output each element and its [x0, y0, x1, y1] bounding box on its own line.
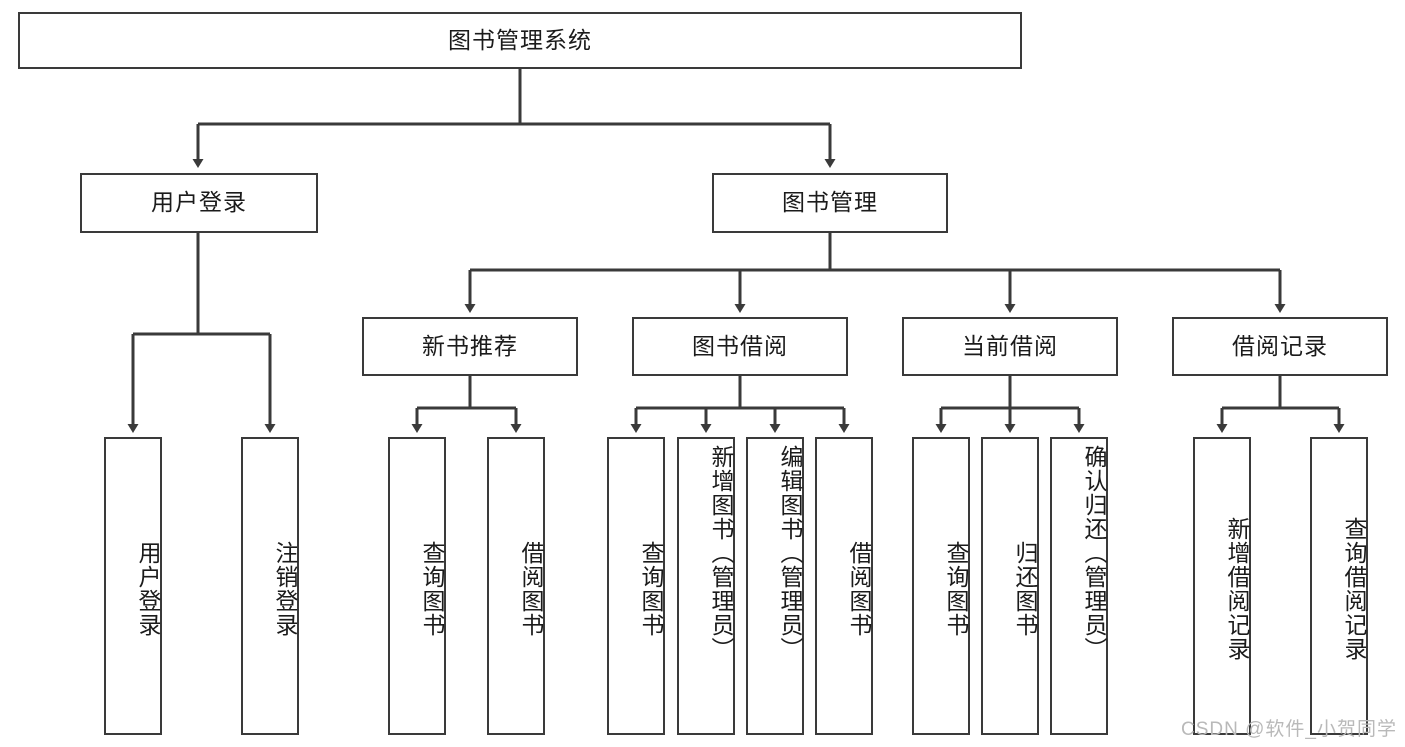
node-book-management[interactable]: 图书管理 [712, 173, 948, 233]
node-borrow-record[interactable]: 借阅记录 [1172, 317, 1388, 376]
node-leaf-borrow-book-2[interactable]: 借阅图书 [815, 437, 873, 735]
node-user-login[interactable]: 用户登录 [80, 173, 318, 233]
node-leaf-borrow-book-1[interactable]: 借阅图书 [487, 437, 545, 735]
node-leaf-user-login[interactable]: 用户登录 [104, 437, 162, 735]
node-label: 查询借阅记录 [1341, 517, 1367, 661]
node-label: 查询图书 [638, 541, 664, 637]
node-label: 查询图书 [943, 541, 969, 637]
node-leaf-add-record[interactable]: 新增借阅记录 [1193, 437, 1251, 735]
node-current-borrow[interactable]: 当前借阅 [902, 317, 1118, 376]
node-leaf-add-book[interactable]: 新增图书（管理员） [677, 437, 735, 735]
node-label: 用户登录 [135, 541, 161, 637]
node-book-borrow[interactable]: 图书借阅 [632, 317, 848, 376]
node-new-book-recommend[interactable]: 新书推荐 [362, 317, 578, 376]
node-leaf-query-book-2[interactable]: 查询图书 [607, 437, 665, 735]
node-label: 归还图书 [1012, 541, 1038, 637]
node-label: 新书推荐 [422, 332, 518, 359]
node-leaf-query-book-3[interactable]: 查询图书 [912, 437, 970, 735]
node-leaf-return-book[interactable]: 归还图书 [981, 437, 1039, 735]
node-leaf-query-book-1[interactable]: 查询图书 [388, 437, 446, 735]
node-label: 新增借阅记录 [1224, 517, 1250, 661]
node-label: 借阅图书 [518, 541, 544, 637]
node-label: 图书管理系统 [448, 26, 592, 53]
node-label: 查询图书 [419, 541, 445, 637]
node-label: 当前借阅 [962, 332, 1058, 359]
node-label: 确认归还（管理员） [1081, 445, 1107, 661]
node-leaf-confirm-return[interactable]: 确认归还（管理员） [1050, 437, 1108, 735]
node-leaf-query-record[interactable]: 查询借阅记录 [1310, 437, 1368, 735]
node-label: 借阅记录 [1232, 332, 1328, 359]
node-label: 编辑图书（管理员） [777, 445, 803, 661]
node-label: 图书管理 [782, 189, 878, 216]
node-root-system[interactable]: 图书管理系统 [18, 12, 1022, 69]
node-leaf-user-logout[interactable]: 注销登录 [241, 437, 299, 735]
watermark-text: CSDN @软件_小贺同学 [1181, 719, 1397, 740]
node-label: 用户登录 [151, 189, 247, 216]
node-label: 图书借阅 [692, 332, 788, 359]
node-leaf-edit-book[interactable]: 编辑图书（管理员） [746, 437, 804, 735]
node-label: 注销登录 [272, 541, 298, 637]
node-label: 借阅图书 [846, 541, 872, 637]
node-label: 新增图书（管理员） [708, 445, 734, 661]
